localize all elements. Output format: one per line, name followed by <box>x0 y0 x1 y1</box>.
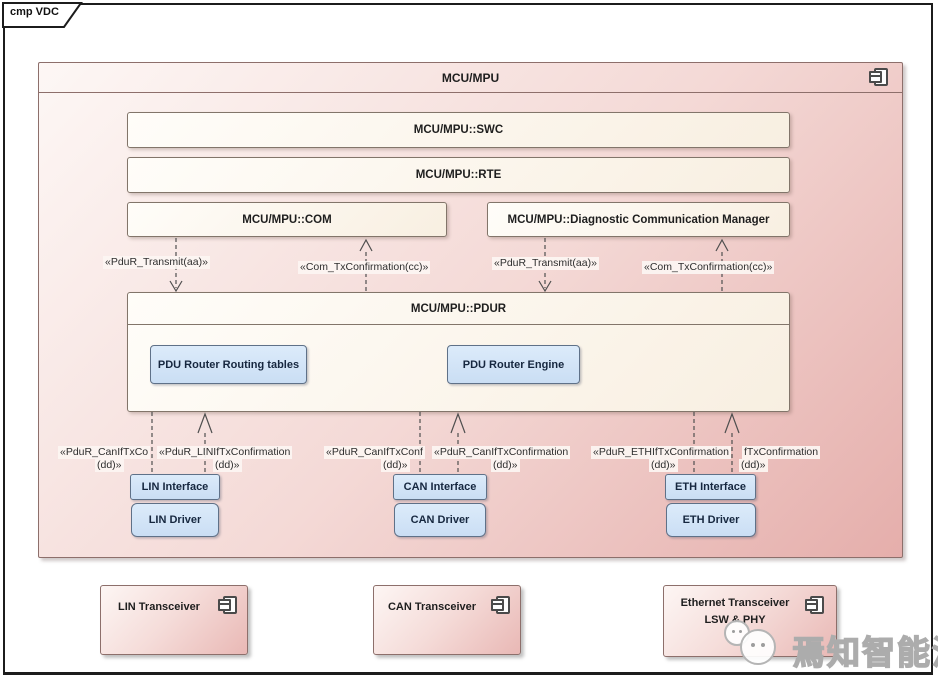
pdur-engine-label: PDU Router Engine <box>462 358 565 371</box>
edge-label-lin-left-2: (dd)» <box>95 459 124 472</box>
edge-label-lin-right-2: (dd)» <box>213 459 242 472</box>
component-can-interface: CAN Interface <box>393 474 487 500</box>
mcu-mpu-title: MCU/MPU <box>441 71 500 85</box>
component-lin-transceiver: LIN Transceiver <box>100 585 248 655</box>
component-icon <box>491 596 510 614</box>
component-dcm-label: MCU/MPU::Diagnostic Communication Manage… <box>507 213 770 226</box>
frame-tab-shape <box>2 2 83 28</box>
component-icon <box>218 596 237 614</box>
component-icon <box>869 68 888 86</box>
pdur-routing-tables: PDU Router Routing tables <box>150 345 307 384</box>
wechat-bubble-large-icon <box>740 629 776 665</box>
pdur-routing-tables-label: PDU Router Routing tables <box>157 358 300 371</box>
component-rte: MCU/MPU::RTE <box>127 157 790 193</box>
component-icon <box>805 596 824 614</box>
eth-interface-label: ETH Interface <box>675 481 746 493</box>
frame-tab-label: cmp VDC <box>10 6 59 18</box>
edge-label-dcm-transmit: «PduR_Transmit(aa)» <box>492 257 599 270</box>
component-com: MCU/MPU::COM <box>127 202 447 237</box>
component-swc-label: MCU/MPU::SWC <box>413 124 504 136</box>
bubble-eye <box>739 630 742 633</box>
lin-interface-label: LIN Interface <box>141 481 209 493</box>
edge-label-eth-left-1: «PduR_ETHIfTxConfirmation <box>591 446 731 459</box>
edge-label-dcm-txconfirmation: «Com_TxConfirmation(cc)» <box>642 261 775 274</box>
edge-label-eth-left-2: (dd)» <box>649 459 678 472</box>
component-eth-interface: ETH Interface <box>665 474 756 500</box>
component-eth-driver: ETH Driver <box>666 503 756 537</box>
edge-label-com-txconfirmation: «Com_TxConfirmation(cc)» <box>298 261 431 274</box>
component-com-label: MCU/MPU::COM <box>242 213 332 226</box>
lin-transceiver-label: LIN Transceiver <box>118 601 200 613</box>
component-lin-driver: LIN Driver <box>131 503 219 537</box>
edge-label-lin-right-1: «PduR_LINIfTxConfirmation <box>157 446 293 459</box>
component-lin-interface: LIN Interface <box>130 474 220 500</box>
mcu-mpu-title-bar: MCU/MPU <box>39 63 902 93</box>
pdur-engine: PDU Router Engine <box>447 345 580 384</box>
edge-label-can-right-2: (dd)» <box>491 459 520 472</box>
component-can-transceiver: CAN Transceiver <box>373 585 521 655</box>
edge-label-can-left-1: «PduR_CanIfTxConf <box>324 446 425 459</box>
edge-label-eth-right-1: fTxConfirmation <box>742 446 821 459</box>
component-pdur-title: MCU/MPU::PDUR <box>128 293 789 325</box>
bubble-eye <box>751 643 755 647</box>
edge-label-eth-right-2: (dd)» <box>739 459 768 472</box>
edge-label-com-transmit: «PduR_Transmit(aa)» <box>103 256 210 269</box>
component-can-driver: CAN Driver <box>394 503 486 537</box>
bubble-eye <box>732 630 735 633</box>
eth-transceiver-label-line1: Ethernet Transceiver <box>680 597 790 609</box>
can-interface-label: CAN Interface <box>403 481 477 493</box>
edge-label-can-right-1: «PduR_CanIfTxConfirmation <box>432 446 571 459</box>
edge-label-lin-left-1: «PduR_CanIfTxCo <box>58 446 151 459</box>
component-dcm: MCU/MPU::Diagnostic Communication Manage… <box>487 202 790 237</box>
can-transceiver-label: CAN Transceiver <box>387 601 477 613</box>
diagram-frame-tab <box>2 2 86 29</box>
eth-driver-label: ETH Driver <box>682 514 740 526</box>
watermark-text: 焉知智能汽车 <box>791 633 938 672</box>
lin-driver-label: LIN Driver <box>148 514 202 526</box>
component-swc: MCU/MPU::SWC <box>127 112 790 148</box>
edge-label-can-left-2: (dd)» <box>381 459 410 472</box>
can-driver-label: CAN Driver <box>410 514 470 526</box>
bubble-eye <box>761 643 765 647</box>
component-rte-label: MCU/MPU::RTE <box>415 169 502 181</box>
